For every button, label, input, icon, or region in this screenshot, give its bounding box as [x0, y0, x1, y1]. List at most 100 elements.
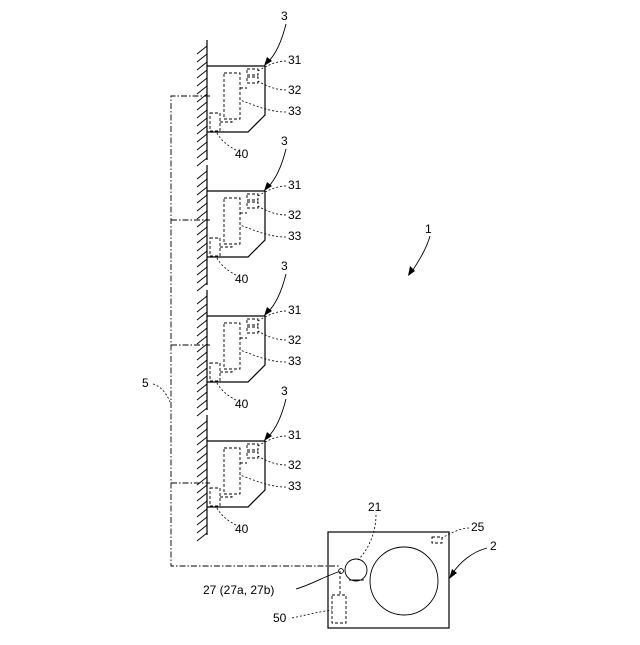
wall-hatch [197, 195, 207, 203]
compressor [345, 559, 367, 581]
outdoor-unit [328, 532, 449, 628]
leader-40 [216, 506, 236, 525]
wall-hatch [197, 320, 207, 328]
wall-hatch [197, 469, 207, 477]
wall-hatch [197, 304, 207, 312]
wall-hatch [197, 328, 207, 336]
label-indoor-unit: 3 [281, 384, 288, 398]
wall-hatch [197, 150, 207, 158]
wall-hatch [197, 267, 207, 275]
wall-hatch [197, 517, 207, 525]
part-32 [247, 452, 258, 458]
outdoor-fan [370, 547, 438, 615]
wall-hatch [197, 70, 207, 78]
label-system: 1 [425, 222, 432, 236]
label-32: 32 [288, 333, 302, 347]
label-21: 21 [368, 500, 382, 514]
label-40: 40 [235, 272, 249, 286]
wall-hatch [197, 94, 207, 102]
part-31 [247, 194, 258, 200]
label-27: 27 (27a, 27b) [203, 583, 274, 597]
wall-hatch [197, 429, 207, 437]
label-indoor-unit: 3 [281, 134, 288, 148]
wall-hatch [197, 477, 207, 485]
part-33 [224, 198, 240, 244]
wall-hatch [197, 421, 207, 429]
leader-32 [258, 81, 286, 90]
wall-hatch [197, 211, 207, 219]
transmission-line [171, 96, 340, 566]
label-32: 32 [288, 458, 302, 472]
wall-hatch [197, 134, 207, 142]
leader-33 [240, 475, 286, 487]
label-50: 50 [273, 611, 287, 625]
wall-hatch [197, 158, 207, 166]
label-transmission-line: 5 [142, 376, 149, 390]
indoor-casing [207, 66, 265, 132]
indoor-arrow-line [268, 24, 286, 62]
leader-32 [258, 456, 286, 465]
wall-hatch [197, 126, 207, 134]
valve-27 [339, 569, 344, 574]
wall [197, 290, 207, 416]
part-31 [247, 319, 258, 325]
indoor-casing [207, 316, 265, 382]
internal-wire [220, 494, 232, 497]
wall-hatch [197, 251, 207, 259]
label-31: 31 [288, 178, 302, 192]
wall-hatch [197, 259, 207, 267]
part-40 [210, 363, 220, 381]
leader-32 [258, 206, 286, 215]
leader-40 [216, 381, 236, 400]
indoor-casing [207, 191, 265, 257]
wall-hatch [197, 384, 207, 392]
label-outdoor-unit: 2 [490, 539, 497, 553]
label-40: 40 [235, 147, 249, 161]
indoor-arrow-line [268, 399, 286, 437]
wall-hatch [197, 336, 207, 344]
wall-hatch [197, 533, 207, 541]
part-33 [224, 448, 240, 494]
indoor-arrow-line [268, 274, 286, 312]
label-40: 40 [235, 522, 249, 536]
wall-hatch [197, 62, 207, 70]
wall-hatch [197, 46, 207, 54]
leader-40 [216, 131, 236, 150]
wall-hatch [197, 243, 207, 251]
wall-hatch [197, 86, 207, 94]
wall-hatch [197, 187, 207, 195]
label-33: 33 [288, 479, 302, 493]
label-31: 31 [288, 428, 302, 442]
wall-hatch [197, 493, 207, 501]
label-31: 31 [288, 53, 302, 67]
part-32 [247, 202, 258, 208]
label-5-group: 5 [142, 376, 170, 402]
part-40 [210, 488, 220, 506]
label-25: 25 [471, 520, 485, 534]
wall-hatch [197, 203, 207, 211]
label-33: 33 [288, 354, 302, 368]
wall-hatch [197, 179, 207, 187]
wall-hatch [197, 78, 207, 86]
label-indoor-unit: 3 [281, 259, 288, 273]
wall-hatch [197, 360, 207, 368]
leader-33 [240, 350, 286, 362]
wall-hatch [197, 501, 207, 509]
part-33 [224, 73, 240, 119]
wall-hatch [197, 376, 207, 384]
wall [197, 40, 207, 166]
wall-hatch [197, 368, 207, 376]
label-33: 33 [288, 104, 302, 118]
indoor-unit-4: 3 31 32 33 40 [197, 384, 302, 541]
wall-hatch [197, 312, 207, 320]
controller-50 [332, 595, 346, 623]
wall-hatch [197, 102, 207, 110]
label-33: 33 [288, 229, 302, 243]
wall-hatch [197, 118, 207, 126]
leader-32 [258, 331, 286, 340]
wall-hatch [197, 400, 207, 408]
label-indoor-unit: 3 [281, 9, 288, 23]
part-32 [247, 77, 258, 83]
